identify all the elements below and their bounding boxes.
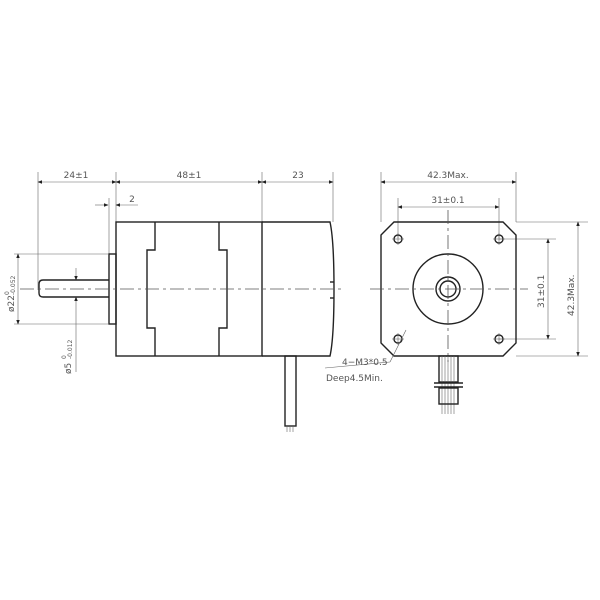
shaft-length-label: 24±1 [64,171,89,181]
hole-spacing-v-label: 31±0.1 [537,275,547,308]
shaft-tol-lower: -0.012 [67,339,74,359]
front-view: 42.3Max. 31±0.1 31±0.1 42.3Max. [324,171,588,414]
thread-callout: 4−M3*0.5 [342,358,388,368]
shaft-tol-upper: 0 [61,355,68,359]
side-view: 24±1 48±1 23 2 ø22 0 -0.052 [4,171,345,432]
body-length-label: 48±1 [177,171,202,181]
hole-spacing-h-label: 31±0.1 [431,196,464,206]
flange-thickness-label: 2 [129,195,135,205]
rear-length-label: 23 [292,171,303,181]
boss-diameter-label: ø22 [7,295,17,312]
shaft-diameter-label: ø5 [64,363,74,374]
boss-tol-lower: -0.052 [10,275,17,295]
width-label: 42.3Max. [427,171,469,181]
boss-tol-upper: 0 [4,291,11,295]
height-label: 42.3Max. [567,274,577,316]
depth-callout: Deep4.5Min. [326,374,383,384]
mounting-holes [392,233,505,345]
cable-bundle [434,355,463,414]
